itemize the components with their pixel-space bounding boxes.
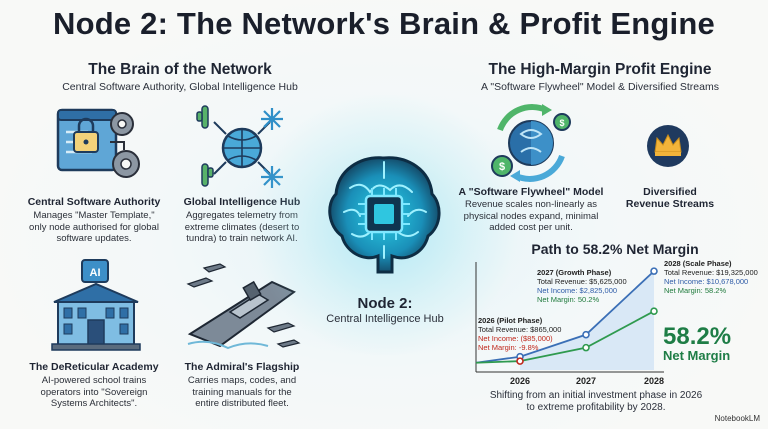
x-tick-2028: 2028 — [644, 376, 664, 386]
crown-icon — [647, 125, 689, 167]
center-node-title: Node 2: — [357, 295, 413, 312]
flagship-icon — [186, 263, 301, 350]
software-authority-title: Central Software Authority — [27, 196, 161, 208]
revenue-point-2027 — [582, 330, 590, 339]
global-hub-body: Aggregates telemetry from extreme climat… — [184, 210, 300, 244]
income-point-2026 — [516, 357, 524, 365]
global-hub-icon — [196, 105, 283, 188]
revenue-area — [520, 271, 654, 370]
diversified-title: Diversified Revenue Streams — [625, 186, 715, 210]
income-point-2027 — [582, 343, 590, 352]
net-margin-value: 58.2% — [663, 323, 732, 350]
revenue-line — [475, 270, 655, 364]
svg-text:$: $ — [559, 118, 564, 128]
flagship-body: Carries maps, codes, and training manual… — [187, 375, 297, 409]
flywheel-body: Revenue scales non-linearly as physical … — [463, 199, 599, 233]
phase-2026-label: 2026 (Pilot Phase) Total Revenue: $865,0… — [478, 316, 562, 352]
page-title: Node 2: The Network's Brain & Profit Eng… — [53, 6, 715, 41]
academy-body: AI-powered school trains operators into … — [40, 375, 148, 409]
right-section-title: The High-Margin Profit Engine — [488, 61, 712, 78]
chart-caption: Shifting from an initial investment phas… — [489, 390, 703, 413]
flywheel-title: A "Software Flywheel" Model — [458, 186, 604, 198]
income-line — [475, 310, 655, 364]
left-section-subtitle: Central Software Authority, Global Intel… — [62, 81, 298, 93]
x-tick-2027: 2027 — [576, 376, 596, 386]
academy-icon: AI — [51, 259, 141, 351]
center-node-subtitle: Central Intelligence Hub — [326, 313, 444, 325]
income-point-2028 — [650, 307, 658, 316]
notebooklm-watermark: NotebookLM — [714, 414, 760, 423]
software-authority-body: Manages "Master Template," only node aut… — [29, 210, 159, 244]
chart-title: Path to 58.2% Net Margin — [531, 241, 699, 257]
x-tick-2026: 2026 — [510, 376, 530, 386]
net-margin-label: Net Margin — [663, 348, 731, 363]
phase-2028-label: 2028 (Scale Phase) Total Revenue: $19,32… — [664, 259, 758, 295]
svg-text:AI: AI — [90, 267, 101, 279]
brain-chip-icon — [328, 156, 441, 274]
revenue-point-2028 — [650, 267, 658, 275]
flagship-title: The Admiral's Flagship — [184, 361, 300, 373]
global-hub-title: Global Intelligence Hub — [183, 196, 301, 208]
phase-2027-label: 2027 (Growth Phase) Total Revenue: $5,62… — [537, 268, 627, 304]
flywheel-icon: $ $ — [491, 104, 571, 182]
svg-text:$: $ — [499, 161, 505, 173]
academy-title: The DeReticular Academy — [29, 361, 159, 373]
chart-plot: 2026 2027 2028 — [475, 262, 664, 386]
right-section-subtitle: A "Software Flywheel" Model & Diversifie… — [481, 81, 719, 93]
left-section-title: The Brain of the Network — [88, 61, 272, 78]
software-authority-icon — [56, 108, 140, 178]
